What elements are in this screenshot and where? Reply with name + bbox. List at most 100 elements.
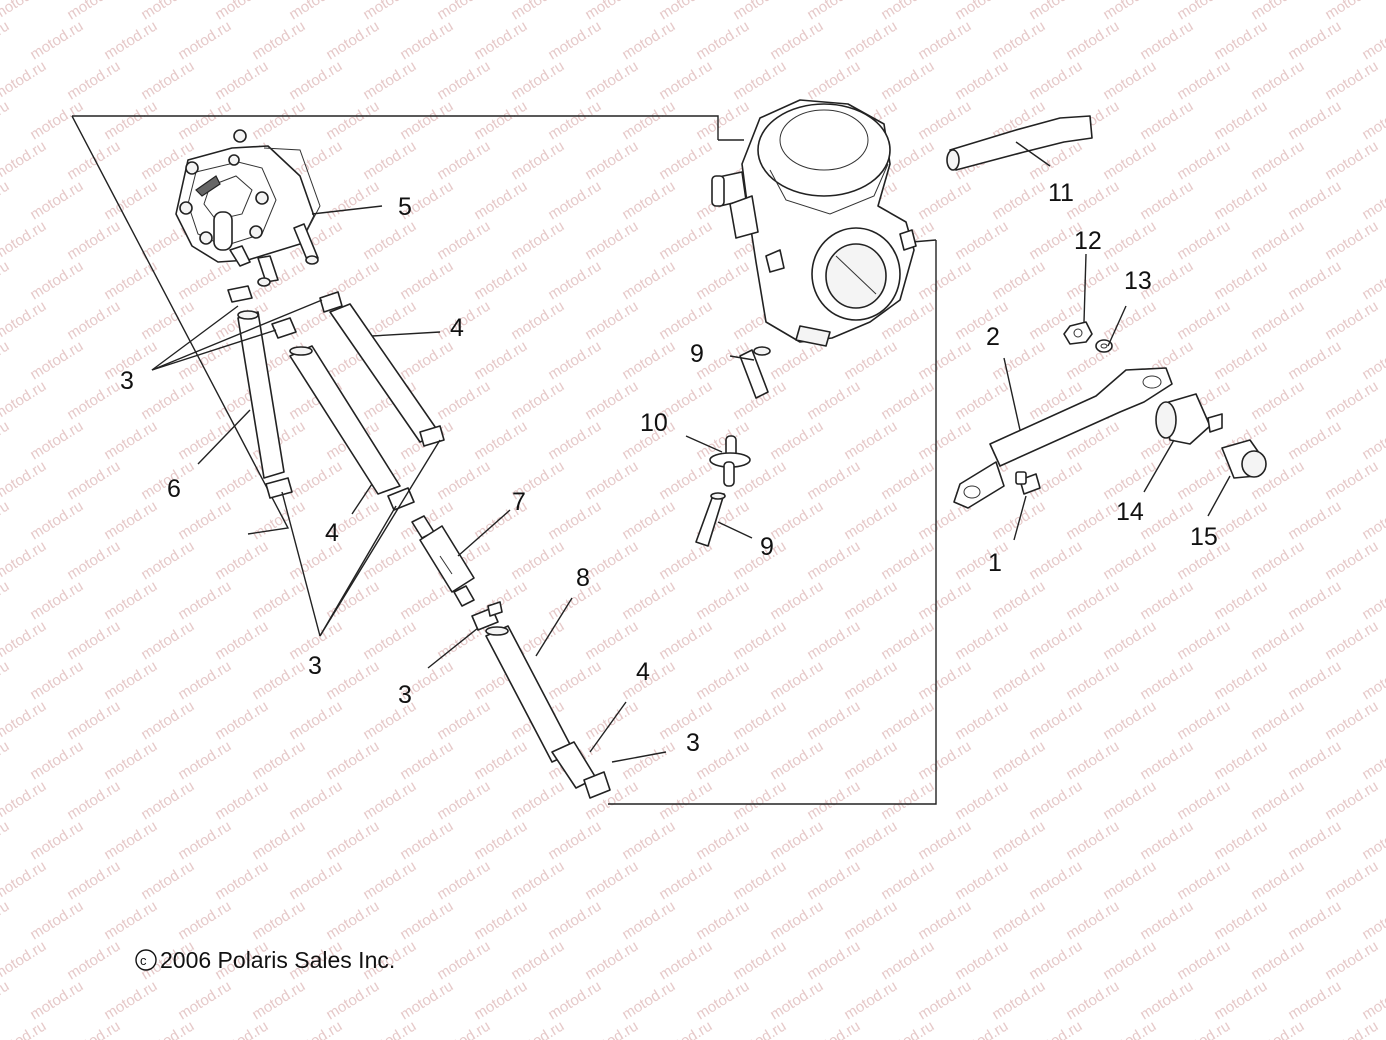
watermark-text: motod.ru xyxy=(841,418,900,464)
hose-clamp-middle xyxy=(387,487,415,511)
watermark-text: motod.ru xyxy=(767,418,826,464)
watermark-text: motod.ru xyxy=(471,818,530,864)
watermark-text: motod.ru xyxy=(767,978,826,1024)
watermark-text: motod.ru xyxy=(64,298,123,344)
mounting-bracket xyxy=(953,367,1173,509)
watermark-text: motod.ru xyxy=(0,178,12,224)
watermark-text: motod.ru xyxy=(656,298,715,344)
watermark-text: motod.ru xyxy=(0,58,49,104)
watermark-text: motod.ru xyxy=(397,978,456,1024)
watermark-text: motod.ru xyxy=(767,738,826,784)
rubber-damper xyxy=(1155,393,1223,445)
callout-1: 1 xyxy=(988,549,1002,577)
watermark-text: motod.ru xyxy=(1026,1018,1085,1040)
watermark-text: motod.ru xyxy=(1322,218,1381,264)
watermark-text: motod.ru xyxy=(101,498,160,544)
watermark-text: motod.ru xyxy=(1063,578,1122,624)
watermark-text: motod.ru xyxy=(582,1018,641,1040)
watermark-text: motod.ru xyxy=(397,98,456,144)
watermark-text: motod.ru xyxy=(1026,698,1085,744)
watermark-text: motod.ru xyxy=(360,1018,419,1040)
watermark-text: motod.ru xyxy=(249,658,308,704)
callout-3-middle: 3 xyxy=(308,652,322,680)
group-frame-lines xyxy=(71,115,937,805)
callout-3-upper: 3 xyxy=(120,367,134,395)
watermark-text: motod.ru xyxy=(471,738,530,784)
watermark-text: motod.ru xyxy=(804,538,863,584)
fuel-pump xyxy=(175,129,321,287)
callout-9-lower: 9 xyxy=(760,533,774,561)
watermark-text: motod.ru xyxy=(0,1018,49,1040)
watermark-text: motod.ru xyxy=(64,698,123,744)
watermark-text: motod.ru xyxy=(693,578,752,624)
watermark-text: motod.ru xyxy=(0,338,12,384)
watermark-text: motod.ru xyxy=(0,858,49,904)
watermark-text: motod.ru xyxy=(434,58,493,104)
watermark-text: motod.ru xyxy=(804,938,863,984)
watermark-text: motod.ru xyxy=(952,858,1011,904)
watermark-text: motod.ru xyxy=(0,98,12,144)
watermark-text: motod.ru xyxy=(841,898,900,944)
watermark-text: motod.ru xyxy=(0,298,49,344)
watermark-text: motod.ru xyxy=(0,738,12,784)
watermark-text: motod.ru xyxy=(1248,1018,1307,1040)
watermark-text: motod.ru xyxy=(64,778,123,824)
watermark-text: motod.ru xyxy=(64,1018,123,1040)
watermark-text: motod.ru xyxy=(878,938,937,984)
watermark-text: motod.ru xyxy=(693,258,752,304)
watermark-text: motod.ru xyxy=(0,418,12,464)
copyright-symbol: c xyxy=(140,953,147,968)
watermark-text: motod.ru xyxy=(323,658,382,704)
drain-tube-9-upper xyxy=(739,346,771,399)
watermark-text: motod.ru xyxy=(175,978,234,1024)
watermark-text: motod.ru xyxy=(1100,778,1159,824)
watermark-text: motod.ru xyxy=(1248,298,1307,344)
callout-10: 10 xyxy=(640,409,668,437)
watermark-text: motod.ru xyxy=(1359,338,1386,384)
watermark-text: motod.ru xyxy=(1100,298,1159,344)
watermark-text: motod.ru xyxy=(27,258,86,304)
watermark-text: motod.ru xyxy=(1137,98,1196,144)
watermark-text: motod.ru xyxy=(434,1018,493,1040)
bushing xyxy=(1221,439,1267,479)
watermark-text: motod.ru xyxy=(582,938,641,984)
watermark-text: motod.ru xyxy=(693,978,752,1024)
watermark-text: motod.ru xyxy=(1248,218,1307,264)
watermark-text: motod.ru xyxy=(323,898,382,944)
watermark-text: motod.ru xyxy=(397,338,456,384)
watermark-text: motod.ru xyxy=(1026,618,1085,664)
watermark-text: motod.ru xyxy=(1026,538,1085,584)
watermark-text: motod.ru xyxy=(64,218,123,264)
callout-4-upper: 4 xyxy=(450,314,464,342)
watermark-text: motod.ru xyxy=(27,178,86,224)
watermark-text: motod.ru xyxy=(582,858,641,904)
watermark-text: motod.ru xyxy=(1285,658,1344,704)
callout-9-upper: 9 xyxy=(690,340,704,368)
watermark-text: motod.ru xyxy=(508,298,567,344)
watermark-text: motod.ru xyxy=(0,978,12,1024)
watermark-text: motod.ru xyxy=(1174,938,1233,984)
watermark-text: motod.ru xyxy=(582,458,641,504)
watermark-text: motod.ru xyxy=(878,698,937,744)
watermark-text: motod.ru xyxy=(804,858,863,904)
watermark-text: motod.ru xyxy=(1285,98,1344,144)
watermark-text: motod.ru xyxy=(360,58,419,104)
watermark-text: motod.ru xyxy=(841,738,900,784)
callout-13: 13 xyxy=(1124,267,1152,295)
watermark-text: motod.ru xyxy=(619,898,678,944)
watermark-text: motod.ru xyxy=(582,138,641,184)
watermark-text: motod.ru xyxy=(101,98,160,144)
watermark-text: motod.ru xyxy=(952,698,1011,744)
watermark-text: motod.ru xyxy=(1285,18,1344,64)
watermark-text: motod.ru xyxy=(1100,1018,1159,1040)
watermark-text: motod.ru xyxy=(1285,338,1344,384)
watermark-text: motod.ru xyxy=(175,578,234,624)
watermark-text: motod.ru xyxy=(249,18,308,64)
watermark-text: motod.ru xyxy=(1174,778,1233,824)
watermark-text: motod.ru xyxy=(0,458,49,504)
watermark-text: motod.ru xyxy=(397,898,456,944)
callout-7: 7 xyxy=(512,488,526,516)
watermark-text: motod.ru xyxy=(0,898,12,944)
watermark-text: motod.ru xyxy=(656,778,715,824)
watermark-text: motod.ru xyxy=(138,1018,197,1040)
